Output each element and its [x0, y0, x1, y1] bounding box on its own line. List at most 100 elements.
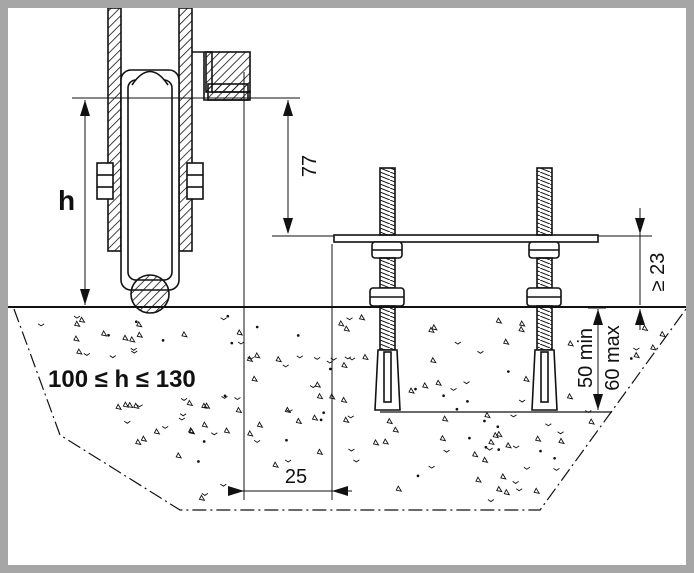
- concrete-speck: [73, 335, 80, 342]
- axle-nut-left: [96, 162, 114, 200]
- concrete-speck: [178, 417, 186, 421]
- concrete-speck: [416, 474, 420, 478]
- concrete-speck: [533, 487, 541, 494]
- concrete-speck: [107, 333, 110, 337]
- concrete-speck: [496, 425, 500, 429]
- concrete-speck: [422, 381, 429, 389]
- anchor-thread-mid-left: [379, 257, 396, 289]
- concrete-speck: [126, 401, 134, 409]
- concrete-speck: [220, 317, 227, 321]
- concrete-speck: [392, 426, 400, 433]
- concrete-speck: [179, 413, 187, 417]
- concrete-speck: [362, 353, 369, 361]
- concrete-speck: [130, 347, 137, 351]
- h-label: h: [58, 185, 75, 216]
- concrete-speck: [286, 409, 293, 413]
- concrete-speck: [496, 485, 503, 493]
- h-range-label: 100 ≤ h ≤ 130: [48, 366, 196, 393]
- bracket-base-hatched: [207, 83, 249, 101]
- concrete-speck: [558, 437, 565, 445]
- concrete-speck: [633, 351, 641, 359]
- concrete-speck: [256, 421, 264, 428]
- concrete-speck: [314, 381, 322, 388]
- concrete-texture: [37, 313, 667, 503]
- concrete-speck: [515, 488, 523, 492]
- concrete-speck: [322, 411, 326, 415]
- concrete-speck: [282, 364, 289, 368]
- concrete-speck: [311, 414, 319, 421]
- concrete-speck: [353, 459, 360, 463]
- concrete-speck: [83, 353, 91, 356]
- concrete-speck: [629, 357, 633, 360]
- concrete-speck: [251, 375, 259, 382]
- base-plate-assembly: [333, 167, 612, 413]
- concrete-speck: [100, 330, 108, 337]
- concrete-speck: [74, 320, 81, 327]
- foundation-outline: [13, 308, 686, 511]
- dim-25-label: 25: [285, 466, 307, 488]
- concrete-speck: [296, 334, 300, 337]
- concrete-speck: [395, 485, 403, 492]
- concrete-speck: [472, 450, 479, 458]
- concrete-speck: [201, 421, 209, 428]
- concrete-speck: [497, 448, 501, 451]
- anchor-bolt-left: [369, 167, 405, 411]
- concrete-speck: [358, 313, 366, 321]
- concrete-speck: [539, 449, 542, 453]
- concrete-speck: [503, 488, 511, 496]
- anchor-wedge-right: [540, 351, 549, 403]
- anchor-wedge-left: [383, 351, 392, 403]
- concrete-speck: [135, 438, 142, 446]
- concrete-speck: [518, 399, 526, 403]
- concrete-speck: [523, 375, 530, 383]
- concrete-speck: [487, 499, 495, 503]
- concrete-speck: [235, 406, 243, 414]
- concrete-speck: [382, 438, 390, 445]
- concrete-speck: [122, 334, 129, 341]
- concrete-speck: [372, 439, 380, 446]
- concrete-speck: [316, 448, 324, 455]
- concrete-speck: [328, 367, 332, 371]
- concrete-speck: [319, 418, 323, 422]
- concrete-speck: [140, 435, 148, 442]
- concrete-speck: [237, 341, 245, 345]
- concrete-speck: [468, 436, 471, 440]
- concrete-speck: [344, 356, 352, 360]
- concrete-speck: [223, 427, 231, 434]
- concrete-speck: [73, 315, 81, 319]
- concrete-speck: [430, 356, 437, 364]
- concrete-speck: [37, 323, 45, 327]
- concrete-speck: [202, 440, 206, 443]
- concrete-speck: [197, 460, 200, 463]
- concrete-speck: [553, 468, 560, 471]
- concrete-speck: [343, 416, 350, 423]
- concrete-speck: [313, 356, 321, 360]
- concrete-speck: [553, 456, 556, 460]
- concrete-speck: [475, 476, 482, 483]
- guide-rail-round-bar: [130, 274, 170, 314]
- concrete-speck: [408, 387, 415, 394]
- concrete-speck: [295, 417, 303, 425]
- base-plate: [333, 234, 599, 243]
- concrete-speck: [136, 404, 143, 408]
- concrete-speck: [641, 324, 649, 332]
- concrete-speck: [131, 350, 138, 354]
- concrete-speck: [386, 417, 394, 425]
- concrete-speck: [512, 481, 519, 484]
- concrete-speck: [343, 325, 351, 332]
- concrete-speck: [133, 402, 140, 409]
- concrete-speck: [272, 461, 279, 468]
- concrete-speck: [496, 430, 503, 438]
- concrete-speck: [519, 320, 526, 327]
- anchor-thread-lower-right: [536, 305, 553, 351]
- concrete-speck: [201, 493, 209, 496]
- concrete-speck: [650, 343, 657, 351]
- axle-nut-right: [186, 162, 204, 200]
- anchor-thread-lower-left: [379, 305, 396, 351]
- wheel-inner-rim: [127, 79, 173, 281]
- anchor-thread-upper-right: [536, 167, 553, 236]
- concrete-speck: [246, 355, 254, 362]
- concrete-speck: [230, 341, 234, 345]
- concrete-speck: [566, 392, 574, 400]
- concrete-speck: [275, 355, 283, 363]
